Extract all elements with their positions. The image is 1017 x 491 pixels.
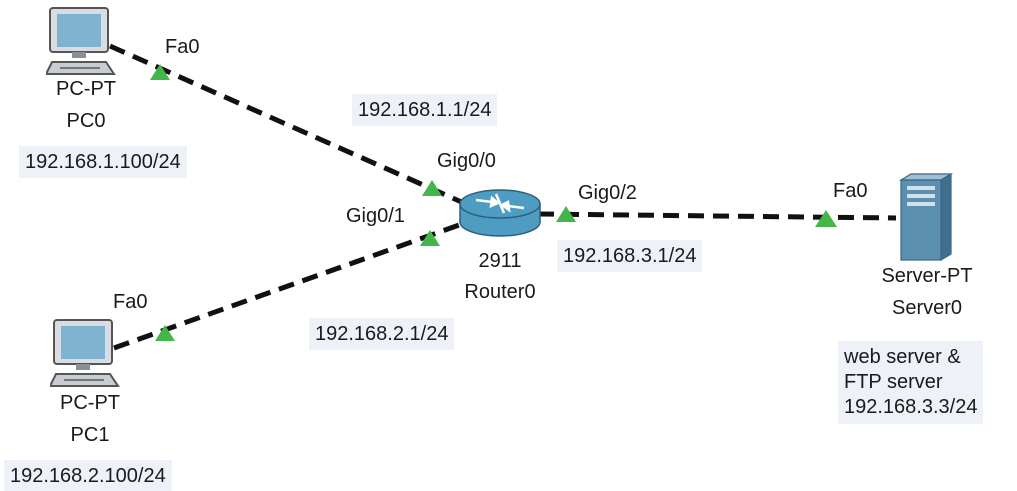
router-gig02-address-note: 192.168.3.1/24 [557,240,703,272]
router0-model-label: 2911 [478,250,522,272]
pc1-port-label: Fa0 [113,291,148,313]
pc0-model-label: PC-PT [56,78,116,100]
server0-name-label: Server0 [891,297,963,319]
pc1-device[interactable] [50,318,120,390]
router0-name-label: Router0 [464,281,536,303]
server0-note: web server & FTP server 192.168.3.3/24 [838,341,984,424]
server0-device[interactable] [895,172,955,262]
router-gig01-port-label: Gig0/1 [346,205,405,227]
server0-note-line: web server & [844,346,961,368]
router-gig00-port-label: Gig0/0 [437,150,496,172]
router-gig02-port-label: Gig0/2 [578,182,637,204]
pc0-port-label: Fa0 [165,36,200,58]
router-gig00-address-note: 192.168.1.1/24 [352,94,498,126]
pc0-ip-note: 192.168.1.100/24 [19,146,187,178]
router-icon [459,189,541,237]
router0-device[interactable] [456,186,544,240]
pc0-device[interactable] [46,6,116,78]
port-indicator-pc1-fa0 [155,325,175,341]
server0-model-label: Server-PT [881,265,973,287]
pc1-ip-note: 192.168.2.100/24 [4,460,172,491]
pc1-model-label: PC-PT [60,392,120,414]
port-indicator-server-fa0 [815,210,837,227]
link-pc1-router[interactable] [113,221,463,351]
link-router-server[interactable] [537,211,897,221]
link-pc0-router[interactable] [108,43,468,207]
server0-note-line: FTP server [844,371,943,393]
server-icon [898,172,954,262]
pc-icon [50,319,120,387]
server0-note-line: 192.168.3.3/24 [844,396,978,418]
pc0-name-label: PC0 [66,110,106,132]
port-indicator-pc0-fa0 [150,64,170,80]
port-indicator-router-gig02 [556,206,576,222]
router-gig01-address-note: 192.168.2.1/24 [309,318,455,350]
pc-icon [46,7,116,75]
port-indicator-router-gig01 [420,230,440,246]
port-indicator-router-gig00 [422,180,442,196]
pc1-name-label: PC1 [70,424,110,446]
server-fa0-port-label: Fa0 [833,180,868,202]
